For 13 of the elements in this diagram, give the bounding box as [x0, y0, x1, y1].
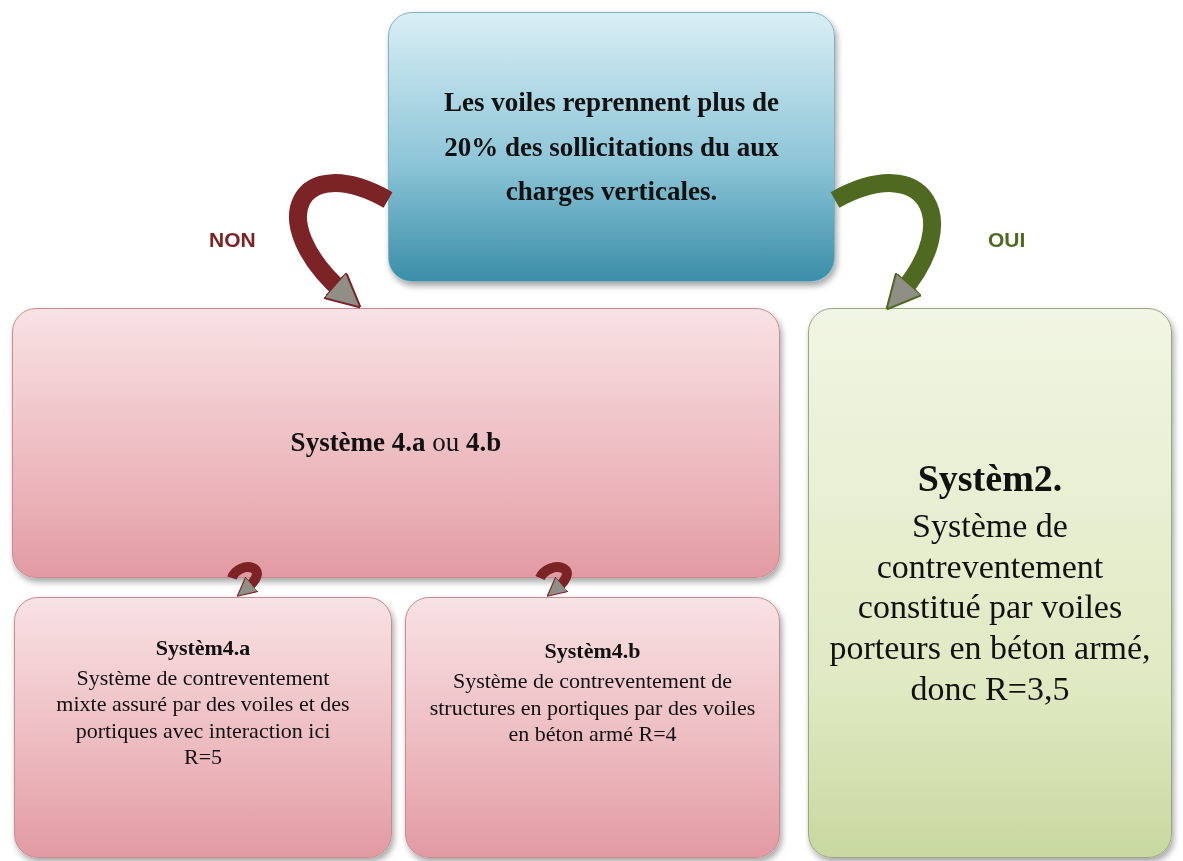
box-text: Système de contreventement mixte assuré par des voiles et des portiques avec interaction ici R=5	[55, 664, 351, 771]
process-box	[12, 308, 780, 578]
box-heading: Systèm2.	[917, 456, 1063, 502]
process-box	[405, 597, 780, 858]
box-heading: Systèm4.a	[155, 634, 251, 661]
process-box	[808, 308, 1172, 858]
box-heading: Systèm4.b	[544, 637, 641, 665]
box-text: Système 4.a ou 4.b	[290, 426, 502, 460]
box-text: Système de contreventement constitué par voiles porteurs en béton armé, donc R=3,5	[828, 505, 1152, 709]
process-box	[14, 597, 392, 858]
box-text: Système de contreventement de structures en portiques par des voiles en béton armé R=4	[428, 668, 757, 748]
box-text: Les voiles reprennent plus de 20% des sollicitations du aux charges verticales.	[442, 86, 780, 209]
decision-box	[388, 12, 835, 282]
